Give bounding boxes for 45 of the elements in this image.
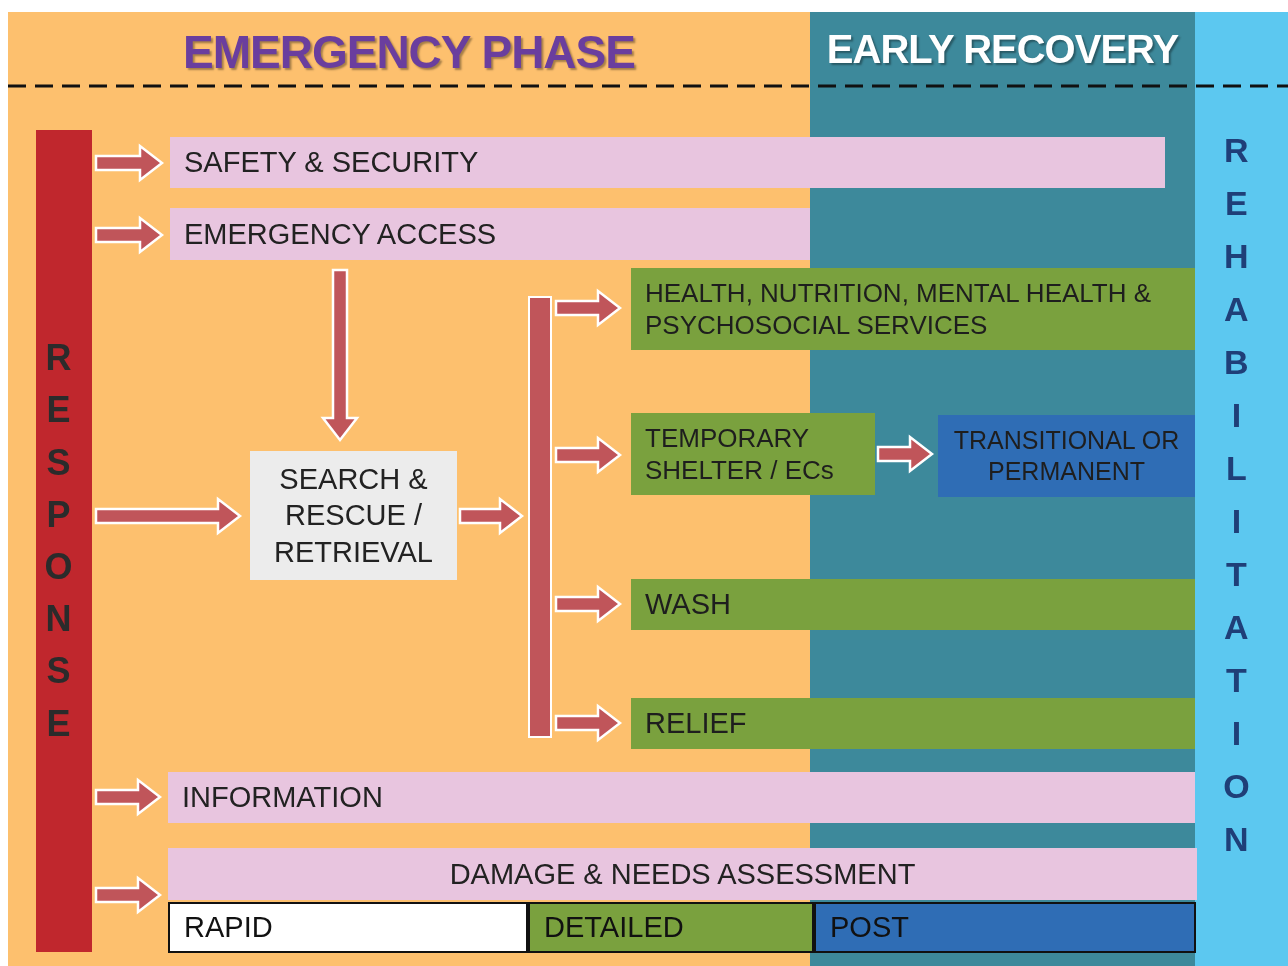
phase-heading: EMERGENCY PHASE bbox=[183, 25, 635, 80]
response-label: RESPONSE bbox=[43, 336, 85, 746]
activity-box bbox=[168, 772, 1195, 823]
block-arrow bbox=[554, 584, 623, 624]
block-arrow bbox=[458, 496, 525, 536]
activity-box bbox=[168, 848, 1197, 900]
box-label: SAFETY & SECURITY bbox=[184, 145, 479, 181]
block-arrow bbox=[94, 143, 165, 183]
box-label: DAMAGE & NEEDS ASSESSMENT bbox=[449, 856, 916, 892]
activity-box bbox=[631, 268, 1195, 350]
block-arrow bbox=[876, 434, 935, 474]
activity-box bbox=[631, 698, 1195, 749]
phase-heading: EARLY RECOVERY bbox=[826, 26, 1179, 73]
block-arrow bbox=[94, 875, 163, 915]
stage-box bbox=[814, 902, 1196, 953]
phase-band bbox=[1195, 12, 1288, 966]
box-label: POST bbox=[830, 910, 909, 946]
block-arrow bbox=[554, 703, 623, 743]
box-label: RAPID bbox=[184, 910, 273, 946]
block-arrow bbox=[554, 288, 623, 328]
activity-box bbox=[938, 415, 1195, 497]
block-arrow bbox=[94, 215, 165, 255]
stage-box bbox=[168, 902, 528, 953]
block-arrow bbox=[94, 777, 163, 817]
box-label: TEMPORARY SHELTER / ECs bbox=[645, 421, 835, 487]
activity-box bbox=[250, 451, 457, 580]
box-label: EMERGENCY ACCESS bbox=[184, 216, 497, 252]
distribution-bar bbox=[528, 296, 552, 738]
box-label: SEARCH & RESCUE / RETRIEVAL bbox=[273, 462, 434, 570]
box-label: WASH bbox=[645, 587, 731, 623]
response-bar bbox=[36, 130, 92, 952]
block-arrow bbox=[94, 496, 243, 536]
box-label: HEALTH, NUTRITION, MENTAL HEALTH & PSYCHOSOCIAL SERVICES bbox=[645, 276, 1153, 342]
box-label: TRANSITIONAL OR PERMANENT bbox=[952, 424, 1181, 487]
box-label: DETAILED bbox=[544, 910, 684, 946]
activity-box bbox=[170, 208, 810, 260]
stage-box bbox=[528, 902, 814, 953]
activity-box bbox=[631, 413, 875, 495]
box-label: RELIEF bbox=[645, 706, 747, 742]
activity-box bbox=[170, 137, 1165, 188]
block-arrow bbox=[320, 268, 360, 443]
activity-box bbox=[631, 579, 1195, 630]
block-arrow bbox=[554, 435, 623, 475]
box-label: INFORMATION bbox=[182, 780, 383, 816]
phase-heading: REHABILITATION bbox=[1222, 130, 1261, 861]
